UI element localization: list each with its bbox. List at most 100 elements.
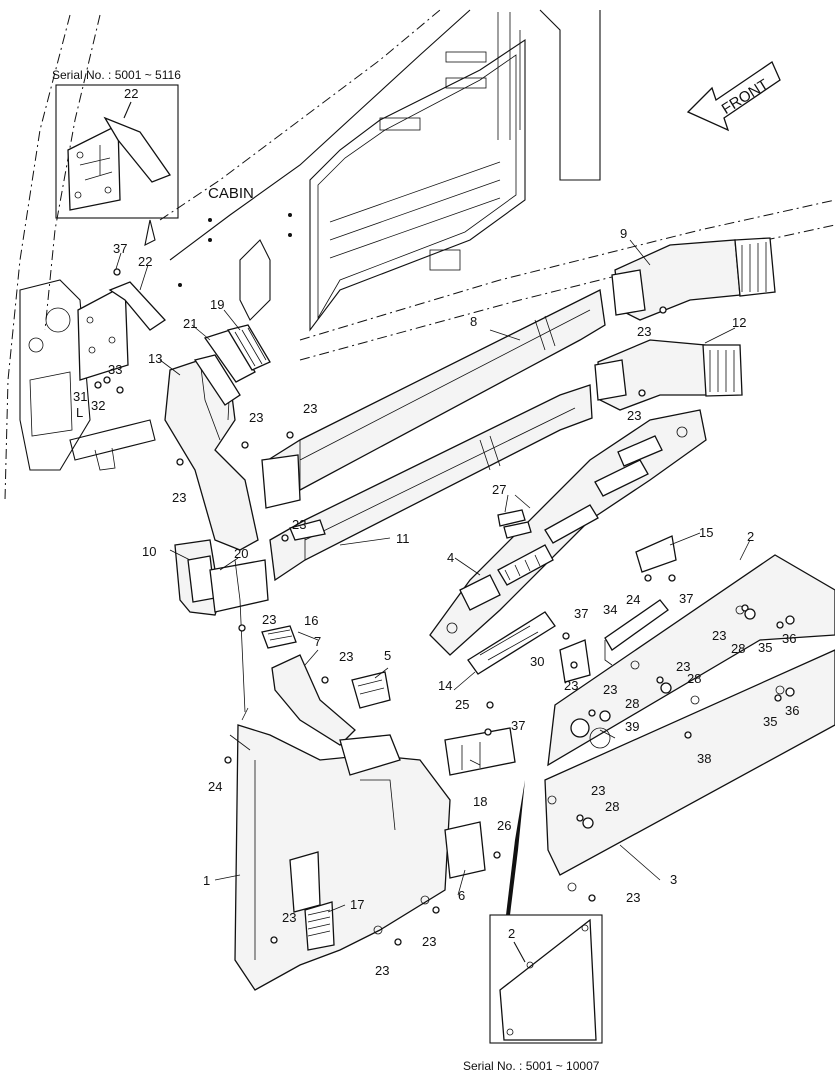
callout-25: 25 bbox=[455, 697, 469, 712]
inset-bottom: 2 Serial No. : 5001 ~ 10007 bbox=[463, 780, 603, 1073]
inset-top: Serial No. : 5001 ~ 5116 22 bbox=[52, 68, 181, 246]
callout-36-a: 36 bbox=[782, 631, 796, 646]
callout-3: 3 bbox=[670, 872, 677, 887]
callout-23-n: 23 bbox=[626, 890, 640, 905]
part-12-duct bbox=[594, 339, 743, 411]
callout-7: 7 bbox=[314, 634, 321, 649]
callout-l: L bbox=[76, 405, 83, 420]
callout-23-d: 23 bbox=[292, 517, 306, 532]
callout-10: 10 bbox=[142, 544, 156, 559]
part-13-duct bbox=[164, 329, 259, 551]
callout-23-c: 23 bbox=[172, 490, 186, 505]
part-16-grille bbox=[261, 625, 297, 649]
screws bbox=[94, 268, 795, 946]
callout-2: 2 bbox=[747, 529, 754, 544]
callout-23-m: 23 bbox=[591, 783, 605, 798]
cabin-frame bbox=[4, 9, 835, 501]
inset-top-part-number: 22 bbox=[124, 86, 138, 101]
callout-12: 12 bbox=[732, 315, 746, 330]
callout-23-g: 23 bbox=[637, 324, 651, 339]
callout-21: 21 bbox=[183, 316, 197, 331]
callout-11: 11 bbox=[396, 531, 410, 546]
callout-19: 19 bbox=[210, 297, 224, 312]
part-27-switch-plate bbox=[497, 509, 532, 539]
part-11-duct bbox=[269, 384, 593, 582]
callout-8: 8 bbox=[470, 314, 477, 329]
cabin-label: CABIN bbox=[208, 185, 254, 202]
callout-37-a: 37 bbox=[113, 241, 127, 256]
callout-labels: 1 2 3 4 5 6 7 8 9 10 11 12 13 14 15 16 1… bbox=[73, 226, 799, 978]
bracket-arm bbox=[103, 116, 172, 183]
inset-top-caption: Serial No. : 5001 ~ 5116 bbox=[52, 68, 181, 82]
callout-32: 32 bbox=[91, 398, 105, 413]
callout-9: 9 bbox=[620, 226, 627, 241]
part-30-bracket bbox=[559, 639, 591, 683]
callout-26: 26 bbox=[497, 818, 511, 833]
callout-4: 4 bbox=[447, 550, 454, 565]
callout-23-i: 23 bbox=[564, 678, 578, 693]
callout-30: 30 bbox=[530, 654, 544, 669]
inset-top-frame bbox=[55, 84, 179, 219]
part-6-cover bbox=[444, 821, 486, 879]
callout-16: 16 bbox=[304, 613, 318, 628]
part-18-bracket bbox=[444, 727, 516, 776]
callout-33: 33 bbox=[108, 362, 122, 377]
callout-14: 14 bbox=[438, 678, 452, 693]
callout-38: 38 bbox=[697, 751, 711, 766]
callout-39: 39 bbox=[625, 719, 639, 734]
callout-37-b: 37 bbox=[574, 606, 588, 621]
callout-37-d: 37 bbox=[511, 718, 525, 733]
inset-bottom-frame bbox=[489, 914, 603, 1044]
callout-35-b: 35 bbox=[763, 714, 777, 729]
callout-24-a: 24 bbox=[208, 779, 222, 794]
callout-23-p: 23 bbox=[375, 963, 389, 978]
part-7-duct bbox=[271, 654, 356, 746]
callout-24-b: 24 bbox=[626, 592, 640, 607]
callout-6: 6 bbox=[458, 888, 465, 903]
part-3-panel bbox=[544, 649, 835, 892]
callout-22: 22 bbox=[138, 254, 152, 269]
part-19-grille bbox=[226, 324, 271, 371]
callout-37-c: 37 bbox=[679, 591, 693, 606]
part-5-vent bbox=[351, 671, 391, 709]
inset-bottom-part-number: 2 bbox=[508, 926, 515, 941]
callout-23-a: 23 bbox=[249, 410, 263, 425]
part-8-duct bbox=[261, 289, 606, 509]
callout-15: 15 bbox=[699, 525, 713, 540]
part-1-panel bbox=[234, 724, 451, 991]
callout-28-a: 28 bbox=[731, 641, 745, 656]
callout-36-b: 36 bbox=[785, 703, 799, 718]
part-2-panel bbox=[547, 554, 835, 767]
part-34-bracket bbox=[604, 599, 669, 666]
callout-18: 18 bbox=[473, 794, 487, 809]
callout-28-d: 28 bbox=[605, 799, 619, 814]
callout-23-j: 23 bbox=[712, 628, 726, 643]
callout-27: 27 bbox=[492, 482, 506, 497]
callout-23-h: 23 bbox=[627, 408, 641, 423]
callout-28-c: 28 bbox=[625, 696, 639, 711]
inset-bottom-caption: Serial No. : 5001 ~ 10007 bbox=[463, 1059, 600, 1073]
bracket-plate bbox=[67, 123, 121, 211]
part-10-20-vent bbox=[174, 539, 269, 616]
callout-20: 20 bbox=[234, 546, 248, 561]
callout-23-q: 23 bbox=[422, 934, 436, 949]
part-14-bracket bbox=[467, 611, 556, 675]
callout-17: 17 bbox=[350, 897, 364, 912]
part-9-duct bbox=[611, 237, 776, 321]
part-4-console bbox=[429, 409, 707, 656]
callout-23-f: 23 bbox=[339, 649, 353, 664]
callout-28-b: 28 bbox=[687, 671, 701, 686]
callout-31: 31 bbox=[73, 389, 87, 404]
callout-13: 13 bbox=[148, 351, 162, 366]
callout-34: 34 bbox=[603, 602, 617, 617]
callout-23-o: 23 bbox=[282, 910, 296, 925]
part-22-bracket bbox=[77, 281, 166, 381]
callout-23-b: 23 bbox=[303, 401, 317, 416]
callout-23-k: 23 bbox=[676, 659, 690, 674]
callout-1: 1 bbox=[203, 873, 210, 888]
callout-23-e: 23 bbox=[262, 612, 276, 627]
front-arrow: FRONT bbox=[686, 61, 781, 132]
callout-23-l: 23 bbox=[603, 682, 617, 697]
callout-35-a: 35 bbox=[758, 640, 772, 655]
callout-5: 5 bbox=[384, 648, 391, 663]
